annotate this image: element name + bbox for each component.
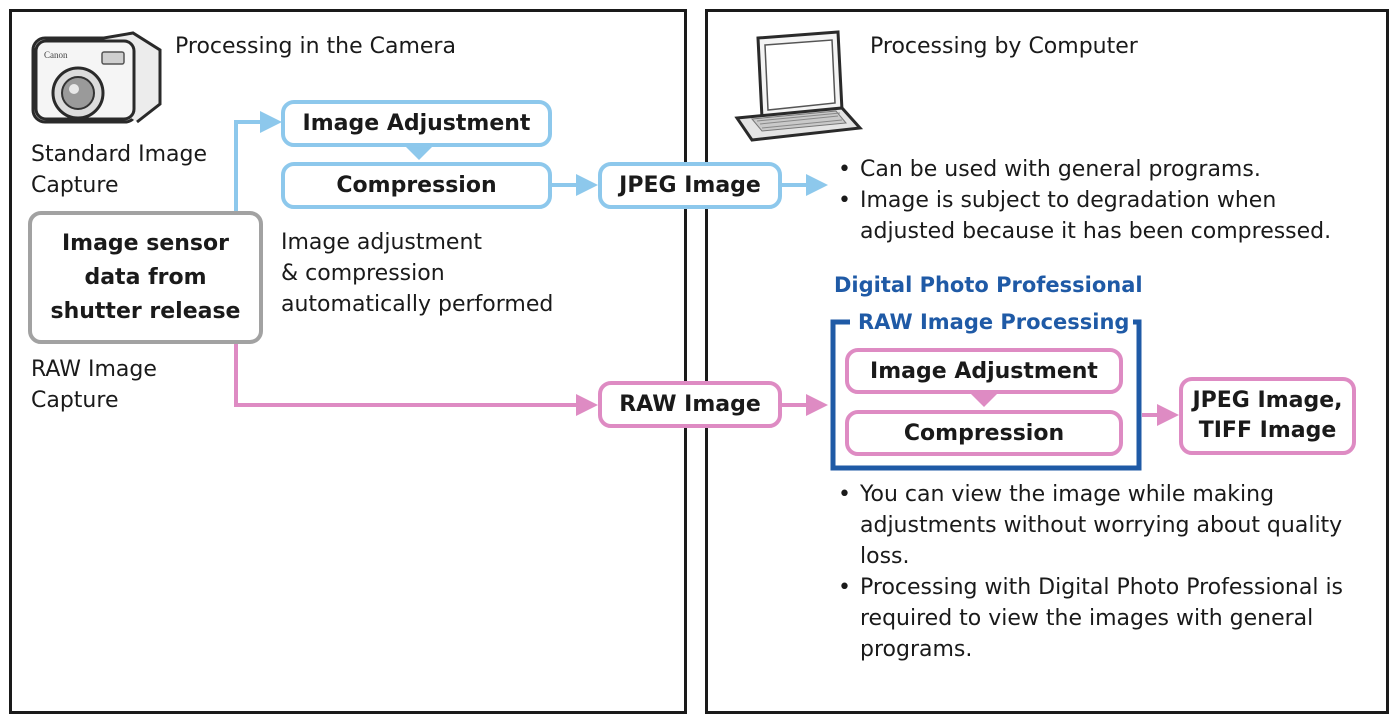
standard-capture-label-line2: Capture [31, 173, 119, 198]
raw-bullet-item: You can view the image while making adju… [834, 479, 1374, 572]
camera-icon: Canon [31, 31, 162, 124]
standard-capture-label-line1: Standard Image [31, 142, 207, 167]
camera-panel-title: Processing in the Camera [175, 34, 456, 59]
output-box-line2: TIFF Image [1198, 418, 1337, 443]
jpeg-bullet-item: Image is subject to degradation when adj… [834, 185, 1374, 247]
jpeg-flow-line [234, 120, 262, 213]
camera-compression-box: Compression [281, 162, 552, 209]
dpp-adjustment-to-compression-arrowhead [971, 394, 997, 407]
raw-capture-label: RAW Image Capture [31, 354, 157, 416]
compression-to-jpeg-arrowhead [576, 174, 598, 196]
raw-bullet-list: You can view the image while making adju… [834, 479, 1374, 665]
auto-note-line2: & compression [281, 261, 445, 286]
sensor-box-line2: data from [84, 264, 207, 290]
standard-capture-label: Standard Image Capture [31, 139, 207, 201]
raw-image-box: RAW Image [598, 381, 782, 428]
adjustment-to-compression-arrowhead [406, 147, 432, 160]
raw-flow-line [234, 343, 578, 407]
sensor-data-box: Image sensor data from shutter release [28, 211, 263, 344]
jpeg-to-bullets-arrowhead [806, 174, 828, 196]
svg-text:Canon: Canon [44, 50, 68, 60]
computer-panel-title: Processing by Computer [870, 34, 1138, 59]
dpp-compression-box: Compression [845, 410, 1123, 456]
processing-to-output-arrowhead [1157, 404, 1179, 426]
raw-capture-label-line1: RAW Image [31, 357, 157, 382]
dpp-adjustment-box: Image Adjustment [845, 348, 1123, 394]
output-box-line1: JPEG Image, [1192, 388, 1343, 413]
auto-processing-note: Image adjustment & compression automatic… [281, 227, 553, 320]
jpeg-tiff-output-box: JPEG Image, TIFF Image [1179, 377, 1356, 455]
raw-capture-label-line2: Capture [31, 388, 119, 413]
jpeg-flow-arrowhead [260, 111, 282, 133]
sensor-box-line1: Image sensor [61, 230, 229, 256]
jpeg-bullet-item: Can be used with general programs. [834, 154, 1374, 185]
jpeg-image-box: JPEG Image [598, 162, 782, 209]
raw-processing-bracket [830, 319, 1142, 471]
raw-bullet-item: Processing with Digital Photo Profession… [834, 572, 1374, 665]
software-name: Digital Photo Professional [834, 273, 1143, 297]
sensor-box-line3: shutter release [50, 298, 241, 324]
laptop-icon [734, 30, 864, 142]
raw-processing-group-label: RAW Image Processing [854, 308, 1134, 336]
auto-note-line3: automatically performed [281, 292, 554, 317]
jpeg-bullet-list: Can be used with general programs. Image… [834, 154, 1374, 247]
auto-note-line1: Image adjustment [281, 230, 483, 255]
camera-adjustment-box: Image Adjustment [281, 100, 552, 147]
raw-flow-arrowhead [576, 394, 598, 416]
raw-to-processing-arrowhead [806, 394, 828, 416]
